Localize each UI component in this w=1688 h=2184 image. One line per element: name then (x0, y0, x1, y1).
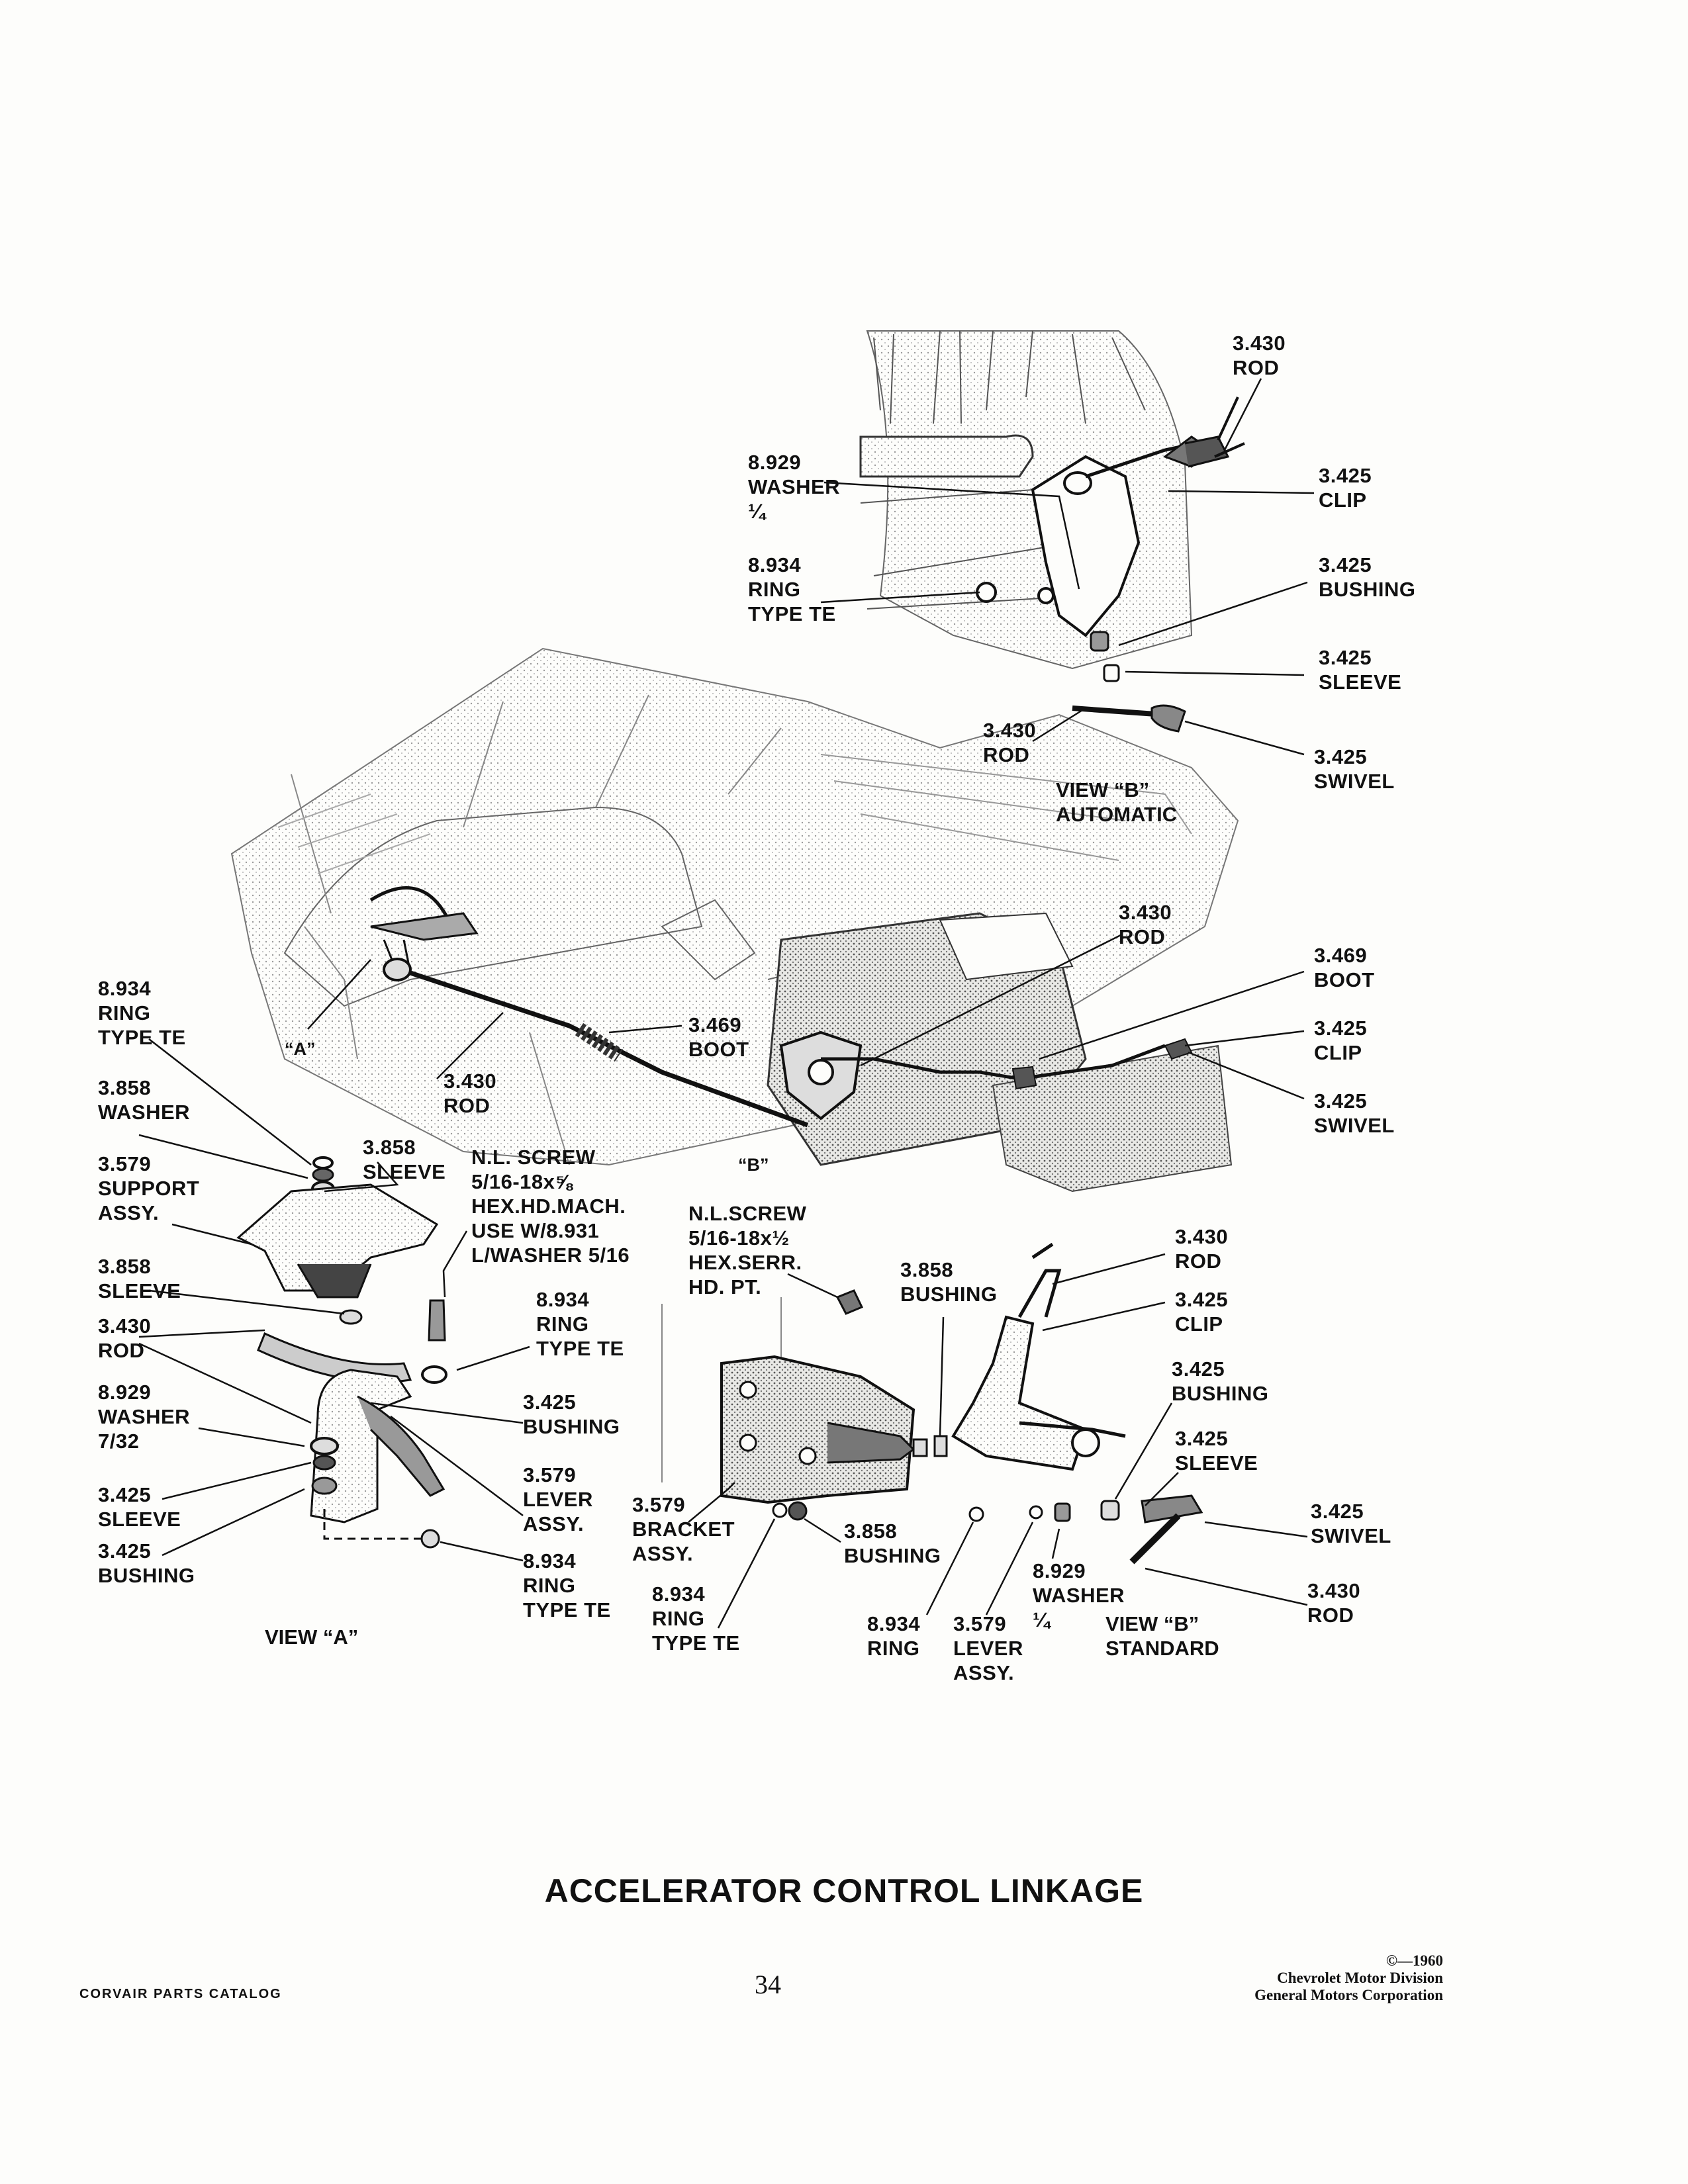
view-b-standard-label: VIEW “B”STANDARD (1105, 1612, 1219, 1660)
main-linkage-rods (369, 886, 1193, 1128)
view-b-standard-drawing (661, 1242, 1203, 1565)
page-title: ACCELERATOR CONTROL LINKAGE (544, 1872, 1144, 1909)
view-a-label: VIEW “A” (265, 1625, 359, 1649)
catalog-name: CORVAIR PARTS CATALOG (79, 1987, 282, 2001)
view-a-drawing (236, 1156, 447, 1549)
view-b-automatic-drawing (859, 330, 1245, 733)
view-b-automatic-label: VIEW “B”AUTOMATIC (1056, 778, 1178, 826)
view-b-marker: “B” (738, 1155, 769, 1175)
callout-leader-lines (138, 378, 1315, 1629)
floor-pan-drawing (230, 647, 1239, 1193)
view-a-marker: “A” (285, 1039, 316, 1059)
page-number: 34 (755, 1970, 781, 1999)
